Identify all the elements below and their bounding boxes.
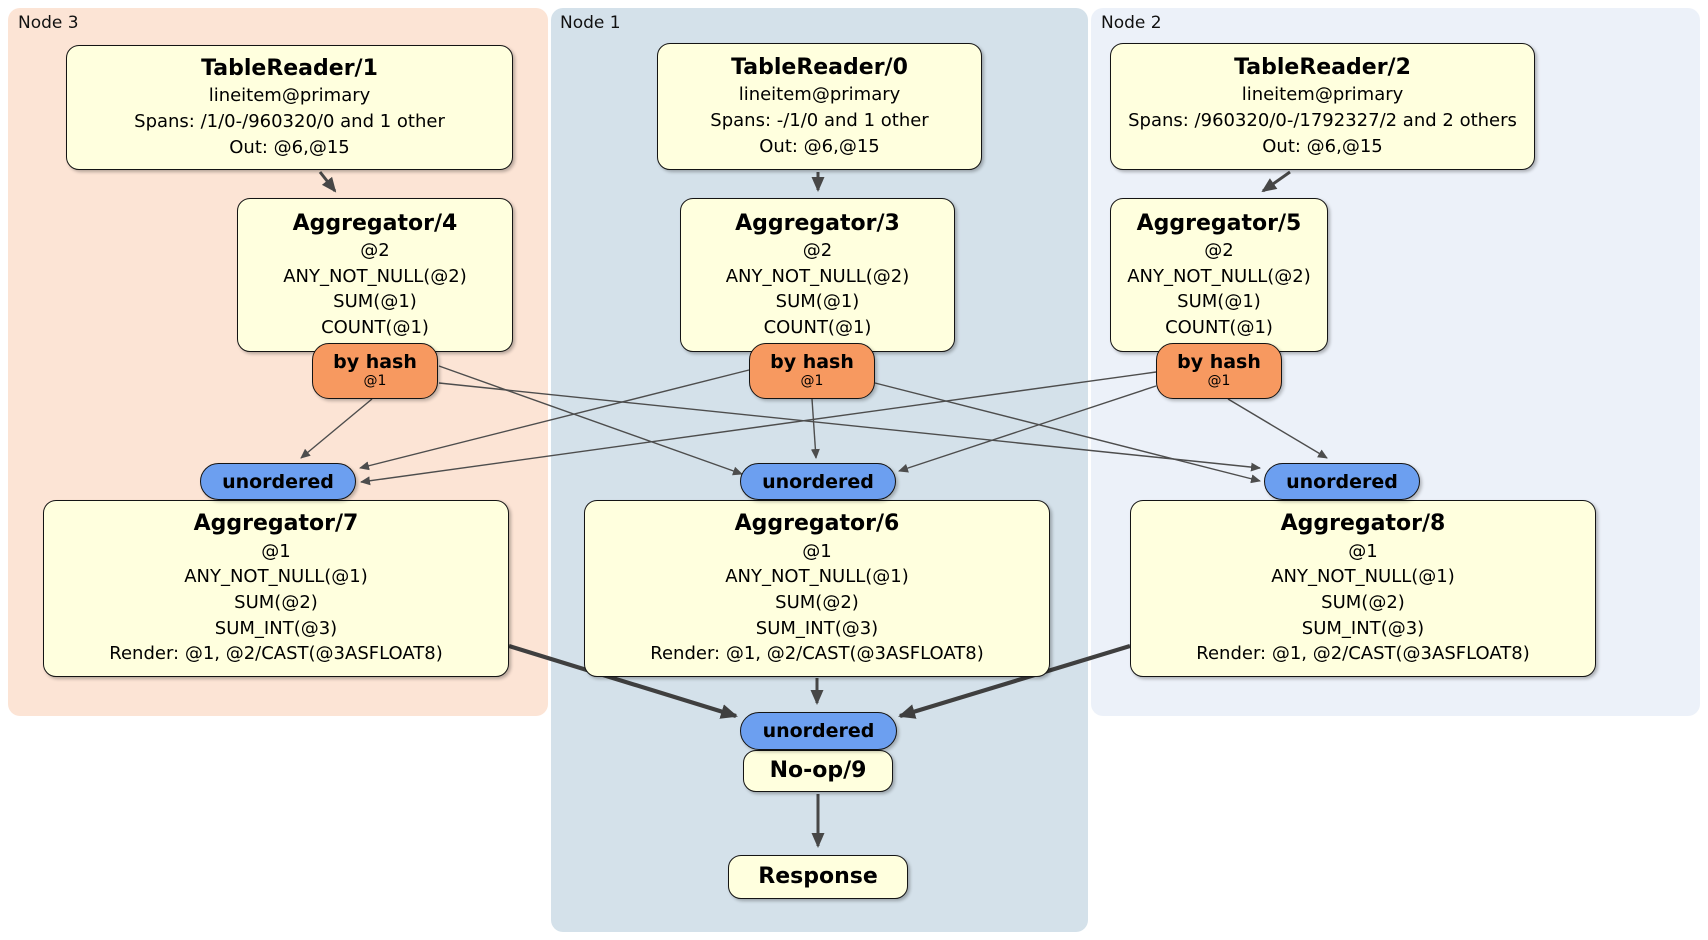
processor-line: @1 — [261, 540, 291, 562]
processor-line: SUM(@1) — [775, 291, 860, 313]
processor-line: SUM(@2) — [1321, 592, 1405, 614]
processor-line: ANY_NOT_NULL(@2) — [725, 265, 910, 287]
processor-title: Aggregator/8 — [1280, 511, 1446, 537]
processor-tablereader-2: TableReader/2 lineitem@primary Spans: /9… — [1110, 43, 1535, 170]
processor-line: SUM_INT(@3) — [755, 617, 879, 639]
stream-label: unordered — [762, 470, 874, 493]
processor-noop-9: No-op/9 — [743, 750, 893, 792]
stream-unordered-node1: unordered — [740, 463, 896, 500]
processor-line: Render: @1, @2/CAST(@3ASFLOAT8) — [650, 643, 984, 665]
processor-title: Aggregator/5 — [1136, 210, 1302, 236]
processor-line: Spans: -/1/0 and 1 other — [710, 110, 929, 132]
processor-line: SUM_INT(@3) — [214, 617, 338, 639]
edge-tr1-agg4 — [318, 171, 337, 193]
router-detail: @1 — [800, 373, 824, 390]
processor-line: Render: @1, @2/CAST(@3ASFLOAT8) — [1196, 643, 1530, 665]
node3-panel-label: Node 3 — [18, 13, 79, 33]
edge-hash3-unordered3 — [300, 398, 373, 459]
stream-label: unordered — [762, 720, 875, 742]
node2-panel-label: Node 2 — [1101, 13, 1162, 33]
processor-line: ANY_NOT_NULL(@2) — [283, 265, 467, 287]
processor-line: ANY_NOT_NULL(@1) — [1271, 566, 1455, 588]
edge-hash2-unordered3 — [360, 371, 1157, 486]
router-label: by hash — [333, 351, 417, 374]
processor-line: @2 — [360, 240, 390, 262]
processor-line: Spans: /1/0-/960320/0 and 1 other — [134, 111, 445, 133]
edge-hash2-unordered1 — [898, 385, 1157, 473]
processor-line: Out: @6,@15 — [1262, 135, 1383, 157]
edge-tr2-agg5 — [1261, 170, 1291, 193]
router-by-hash-node2: by hash @1 — [1156, 343, 1282, 399]
edge-hash3-unordered1 — [438, 365, 743, 476]
router-label: by hash — [1177, 351, 1261, 374]
edge-hash1-unordered3 — [359, 369, 750, 471]
processor-tablereader-1: TableReader/1 lineitem@primary Spans: /1… — [66, 45, 513, 170]
processor-line: SUM(@2) — [775, 592, 859, 614]
processor-title: Aggregator/6 — [734, 511, 900, 537]
processor-line: lineitem@primary — [1241, 84, 1404, 106]
processor-tablereader-0: TableReader/0 lineitem@primary Spans: -/… — [657, 43, 982, 170]
processor-aggregator-8: Aggregator/8 @1 ANY_NOT_NULL(@1) SUM(@2)… — [1130, 500, 1596, 677]
processor-line: ANY_NOT_NULL(@2) — [1127, 265, 1311, 287]
router-by-hash-node1: by hash @1 — [749, 343, 875, 399]
processor-line: COUNT(@1) — [763, 316, 872, 338]
stream-unordered-node2: unordered — [1264, 463, 1420, 500]
node1-panel-label: Node 1 — [560, 13, 621, 33]
processor-line: SUM(@1) — [1177, 291, 1261, 313]
edge-hash1-unordered2 — [874, 382, 1261, 484]
processor-line: COUNT(@1) — [321, 316, 429, 338]
processor-line: lineitem@primary — [738, 84, 901, 106]
processor-aggregator-7: Aggregator/7 @1 ANY_NOT_NULL(@1) SUM(@2)… — [43, 500, 509, 677]
edge-hash2-unordered2 — [1227, 398, 1328, 459]
router-detail: @1 — [363, 373, 387, 390]
processor-title: TableReader/2 — [1234, 54, 1411, 80]
stream-label: unordered — [1286, 470, 1398, 493]
router-label: by hash — [770, 351, 854, 374]
processor-line: @2 — [1204, 240, 1234, 262]
processor-title: Aggregator/4 — [292, 210, 458, 236]
processor-title: Response — [758, 863, 878, 889]
stream-unordered-node3: unordered — [200, 463, 356, 500]
processor-title: Aggregator/7 — [193, 511, 359, 537]
router-detail: @1 — [1207, 373, 1231, 390]
edge-hash1-unordered1 — [810, 398, 820, 459]
processor-line: @1 — [802, 540, 832, 562]
processor-line: SUM(@1) — [333, 291, 417, 313]
processor-line: @2 — [802, 240, 833, 262]
processor-aggregator-3: Aggregator/3 @2 ANY_NOT_NULL(@2) SUM(@1)… — [680, 198, 955, 352]
processor-title: TableReader/1 — [201, 55, 378, 81]
stream-unordered-final: unordered — [740, 712, 897, 750]
processor-aggregator-4: Aggregator/4 @2 ANY_NOT_NULL(@2) SUM(@1)… — [237, 198, 513, 352]
stream-label: unordered — [222, 470, 334, 493]
router-by-hash-node3: by hash @1 — [312, 343, 438, 399]
processor-line: Out: @6,@15 — [229, 136, 350, 158]
processor-title: TableReader/0 — [731, 54, 908, 80]
processor-line: COUNT(@1) — [1165, 316, 1273, 338]
processor-response: Response — [728, 855, 908, 899]
processor-line: ANY_NOT_NULL(@1) — [184, 566, 368, 588]
processor-line: Out: @6,@15 — [759, 135, 880, 157]
processor-title: Aggregator/3 — [735, 210, 900, 236]
processor-line: ANY_NOT_NULL(@1) — [725, 566, 909, 588]
processor-line: lineitem@primary — [208, 85, 371, 107]
processor-aggregator-5: Aggregator/5 @2 ANY_NOT_NULL(@2) SUM(@1)… — [1110, 198, 1328, 352]
processor-line: @1 — [1348, 540, 1378, 562]
edge-agg8-unordered-final — [898, 643, 1131, 719]
processor-title: No-op/9 — [769, 757, 867, 783]
edge-agg7-unordered-final — [508, 643, 738, 719]
processor-line: SUM_INT(@3) — [1301, 617, 1425, 639]
processor-line: Spans: /960320/0-/1792327/2 and 2 others — [1128, 110, 1517, 132]
processor-line: Render: @1, @2/CAST(@3ASFLOAT8) — [109, 643, 443, 665]
processor-aggregator-6: Aggregator/6 @1 ANY_NOT_NULL(@1) SUM(@2)… — [584, 500, 1050, 677]
edge-hash3-unordered2 — [438, 382, 1261, 472]
processor-line: SUM(@2) — [234, 592, 318, 614]
